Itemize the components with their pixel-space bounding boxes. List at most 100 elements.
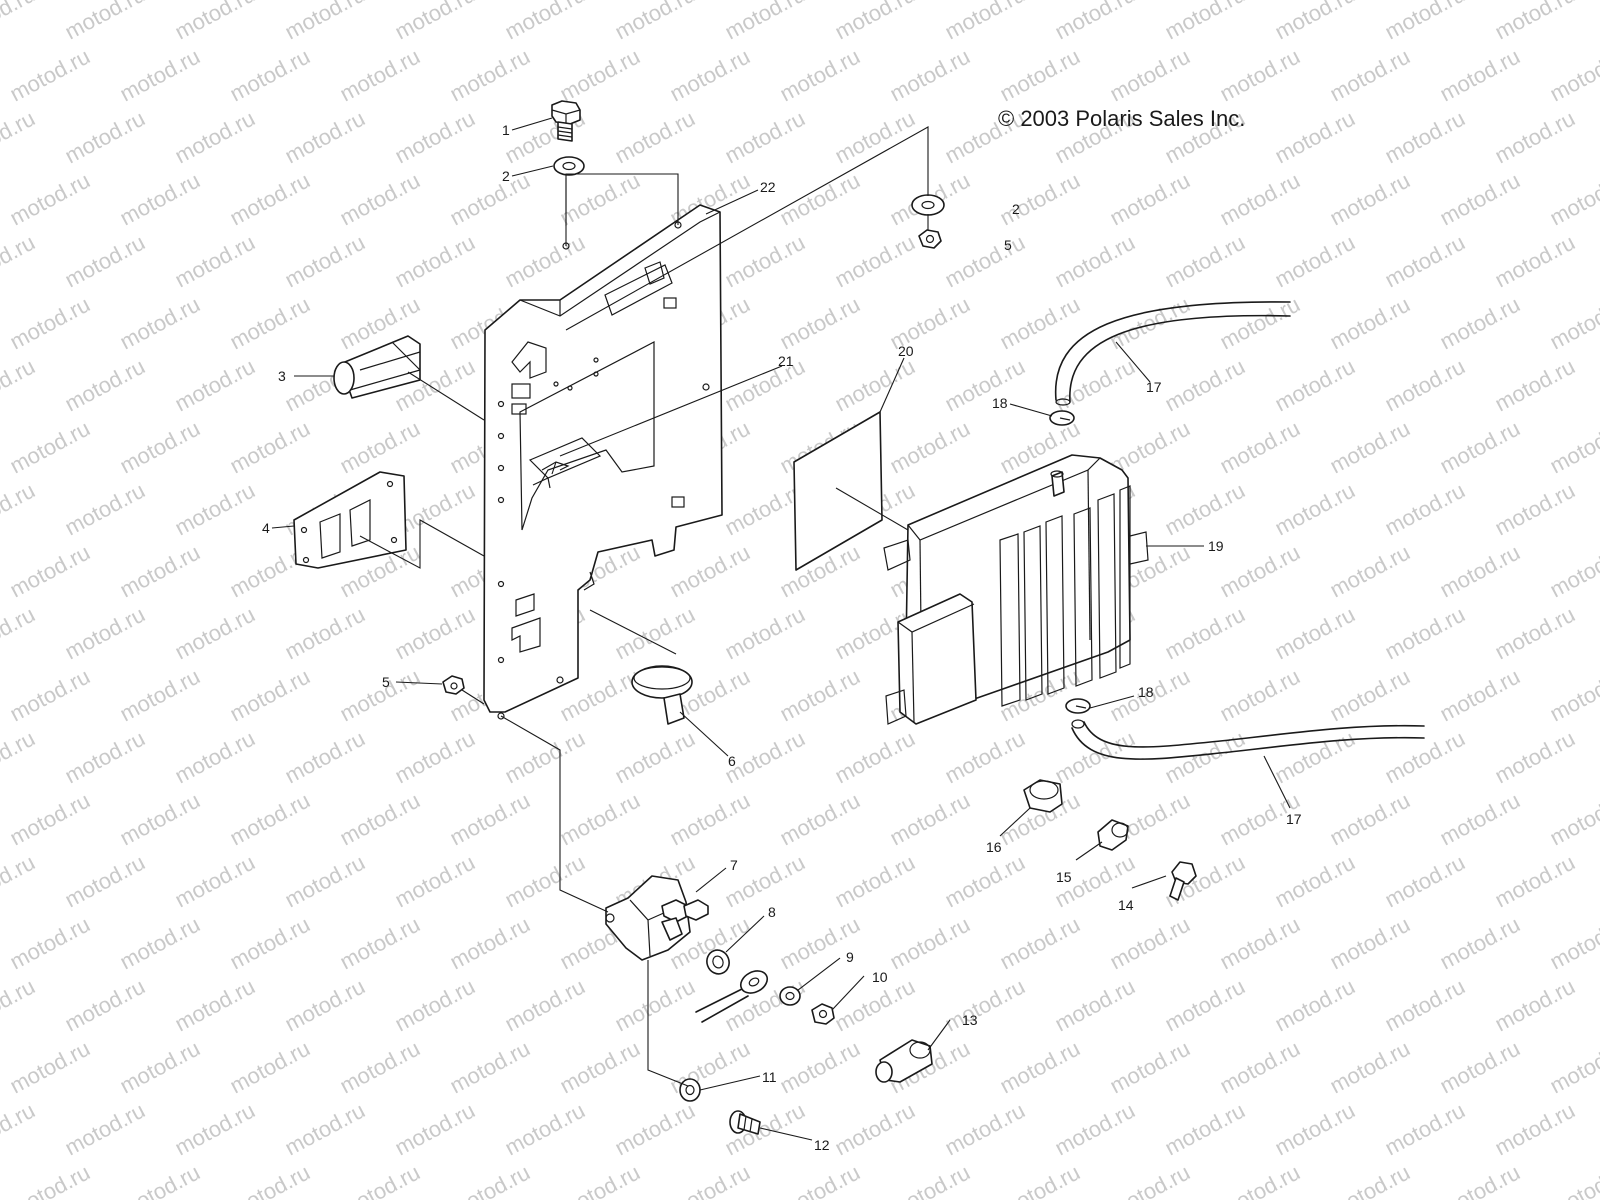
- watermark-text: motod.ru: [336, 664, 424, 727]
- watermark-text: motod.ru: [611, 1098, 699, 1161]
- watermark-text: motod.ru: [666, 540, 754, 603]
- watermark-text: motod.ru: [1491, 974, 1579, 1037]
- watermark-text: motod.ru: [1216, 1160, 1304, 1200]
- watermark-text: motod.ru: [996, 44, 1084, 107]
- callout-5-right: 5: [1004, 237, 1012, 253]
- vent-hose-lower: [1071, 719, 1425, 760]
- watermark-text: motod.ru: [1051, 0, 1139, 44]
- watermark-text: motod.ru: [1216, 912, 1304, 975]
- watermark-text: motod.ru: [1271, 106, 1359, 169]
- watermark-text: motod.ru: [61, 602, 149, 665]
- watermark-text: motod.ru: [1491, 0, 1579, 44]
- callout-numbers: 1 2 2 5 3 4 5 6 7 8 9 10 11 12 13 14 15 …: [262, 122, 1302, 1153]
- watermark-text: motod.ru: [6, 788, 94, 851]
- watermark-text: motod.ru: [391, 850, 479, 913]
- watermark-text: motod.ru: [171, 726, 259, 789]
- watermark-text: motod.ru: [1161, 354, 1249, 417]
- watermark-text: motod.ru: [1546, 664, 1600, 727]
- watermark-text: motod.ru: [391, 602, 479, 665]
- watermark-text: motod.ru: [1381, 478, 1469, 541]
- watermark-text: motod.ru: [226, 664, 314, 727]
- watermark-text: motod.ru: [1491, 602, 1579, 665]
- watermark-text: motod.ru: [116, 1036, 204, 1099]
- watermark-text: motod.ru: [1491, 1098, 1579, 1161]
- callout-2-top: 2: [502, 168, 510, 184]
- watermark-text: motod.ru: [1436, 664, 1524, 727]
- callout-16: 16: [986, 839, 1002, 855]
- watermark-text: motod.ru: [1546, 292, 1600, 355]
- watermark-text: motod.ru: [61, 1098, 149, 1161]
- watermark-text: motod.ru: [0, 1098, 39, 1161]
- watermark-text: motod.ru: [886, 416, 974, 479]
- watermark-text: motod.ru: [1546, 416, 1600, 479]
- watermark-text: motod.ru: [941, 0, 1029, 44]
- watermark-text: motod.ru: [1051, 354, 1139, 417]
- watermark-text: motod.ru: [721, 0, 809, 44]
- watermark-text: motod.ru: [1326, 540, 1414, 603]
- watermark-text: motod.ru: [666, 788, 754, 851]
- watermark-text: motod.ru: [0, 354, 39, 417]
- watermark-text: motod.ru: [831, 106, 919, 169]
- callout-9: 9: [846, 949, 854, 965]
- watermark-text: motod.ru: [171, 974, 259, 1037]
- watermark-text: motod.ru: [1271, 1098, 1359, 1161]
- watermark-text: motod.ru: [941, 230, 1029, 293]
- watermark-text: motod.ru: [336, 168, 424, 231]
- watermark-text: motod.ru: [1436, 44, 1524, 107]
- watermark-text: motod.ru: [61, 850, 149, 913]
- callout-12: 12: [814, 1137, 830, 1153]
- watermark-text: motod.ru: [776, 1036, 864, 1099]
- watermark-text: motod.ru: [116, 44, 204, 107]
- watermark-text: motod.ru: [501, 726, 589, 789]
- callout-19: 19: [1208, 538, 1224, 554]
- watermark-text: motod.ru: [776, 168, 864, 231]
- bolt-part: [551, 100, 581, 142]
- callout-3: 3: [278, 368, 286, 384]
- terminal-boot-part: [875, 1039, 933, 1083]
- watermark-text: motod.ru: [61, 0, 149, 44]
- watermark-text: motod.ru: [556, 1036, 644, 1099]
- watermark-text: motod.ru: [1436, 416, 1524, 479]
- watermark-text: motod.ru: [226, 292, 314, 355]
- watermark-text: motod.ru: [336, 1036, 424, 1099]
- watermark-text: motod.ru: [1271, 602, 1359, 665]
- watermark-text: motod.ru: [1271, 478, 1359, 541]
- grommet-part-16: [1023, 779, 1063, 813]
- watermark-text: motod.ru: [501, 850, 589, 913]
- callout-5-left: 5: [382, 674, 390, 690]
- watermark-text: motod.ru: [556, 1160, 644, 1200]
- watermark-text: motod.ru: [1106, 168, 1194, 231]
- watermark-text: motod.ru: [0, 850, 39, 913]
- watermark-text: motod.ru: [1271, 974, 1359, 1037]
- watermark-text: motod.ru: [1381, 354, 1469, 417]
- watermark-text: motod.ru: [1271, 230, 1359, 293]
- assembly-lines: [359, 126, 929, 1087]
- watermark-text: motod.ru: [446, 788, 534, 851]
- watermark-text: motod.ru: [116, 1160, 204, 1200]
- cable-tie-part: [631, 665, 693, 725]
- watermark-text: motod.ru: [61, 726, 149, 789]
- watermark-text: motod.ru: [1436, 788, 1524, 851]
- watermark-text: motod.ru: [336, 788, 424, 851]
- watermark-text: motod.ru: [226, 788, 314, 851]
- watermark-text: motod.ru: [336, 1160, 424, 1200]
- watermark-text: motod.ru: [666, 44, 754, 107]
- watermark-text: motod.ru: [6, 664, 94, 727]
- watermark-text: motod.ru: [336, 416, 424, 479]
- washer-part-11: [679, 1078, 701, 1102]
- watermark-text: motod.ru: [171, 230, 259, 293]
- watermark-text: motod.ru: [281, 0, 369, 44]
- callout-13: 13: [962, 1012, 978, 1028]
- watermark-text: motod.ru: [831, 1098, 919, 1161]
- watermark-text: motod.ru: [336, 44, 424, 107]
- watermark-text: motod.ru: [446, 912, 534, 975]
- watermark-text: motod.ru: [831, 354, 919, 417]
- watermark-text: motod.ru: [6, 540, 94, 603]
- watermark-text: motod.ru: [1161, 850, 1249, 913]
- watermark-text: motod.ru: [501, 0, 589, 44]
- watermark-text: motod.ru: [1546, 168, 1600, 231]
- watermark-text: motod.ru: [611, 0, 699, 44]
- watermark-text: motod.ru: [1216, 44, 1304, 107]
- nut-part-10: [811, 1003, 835, 1025]
